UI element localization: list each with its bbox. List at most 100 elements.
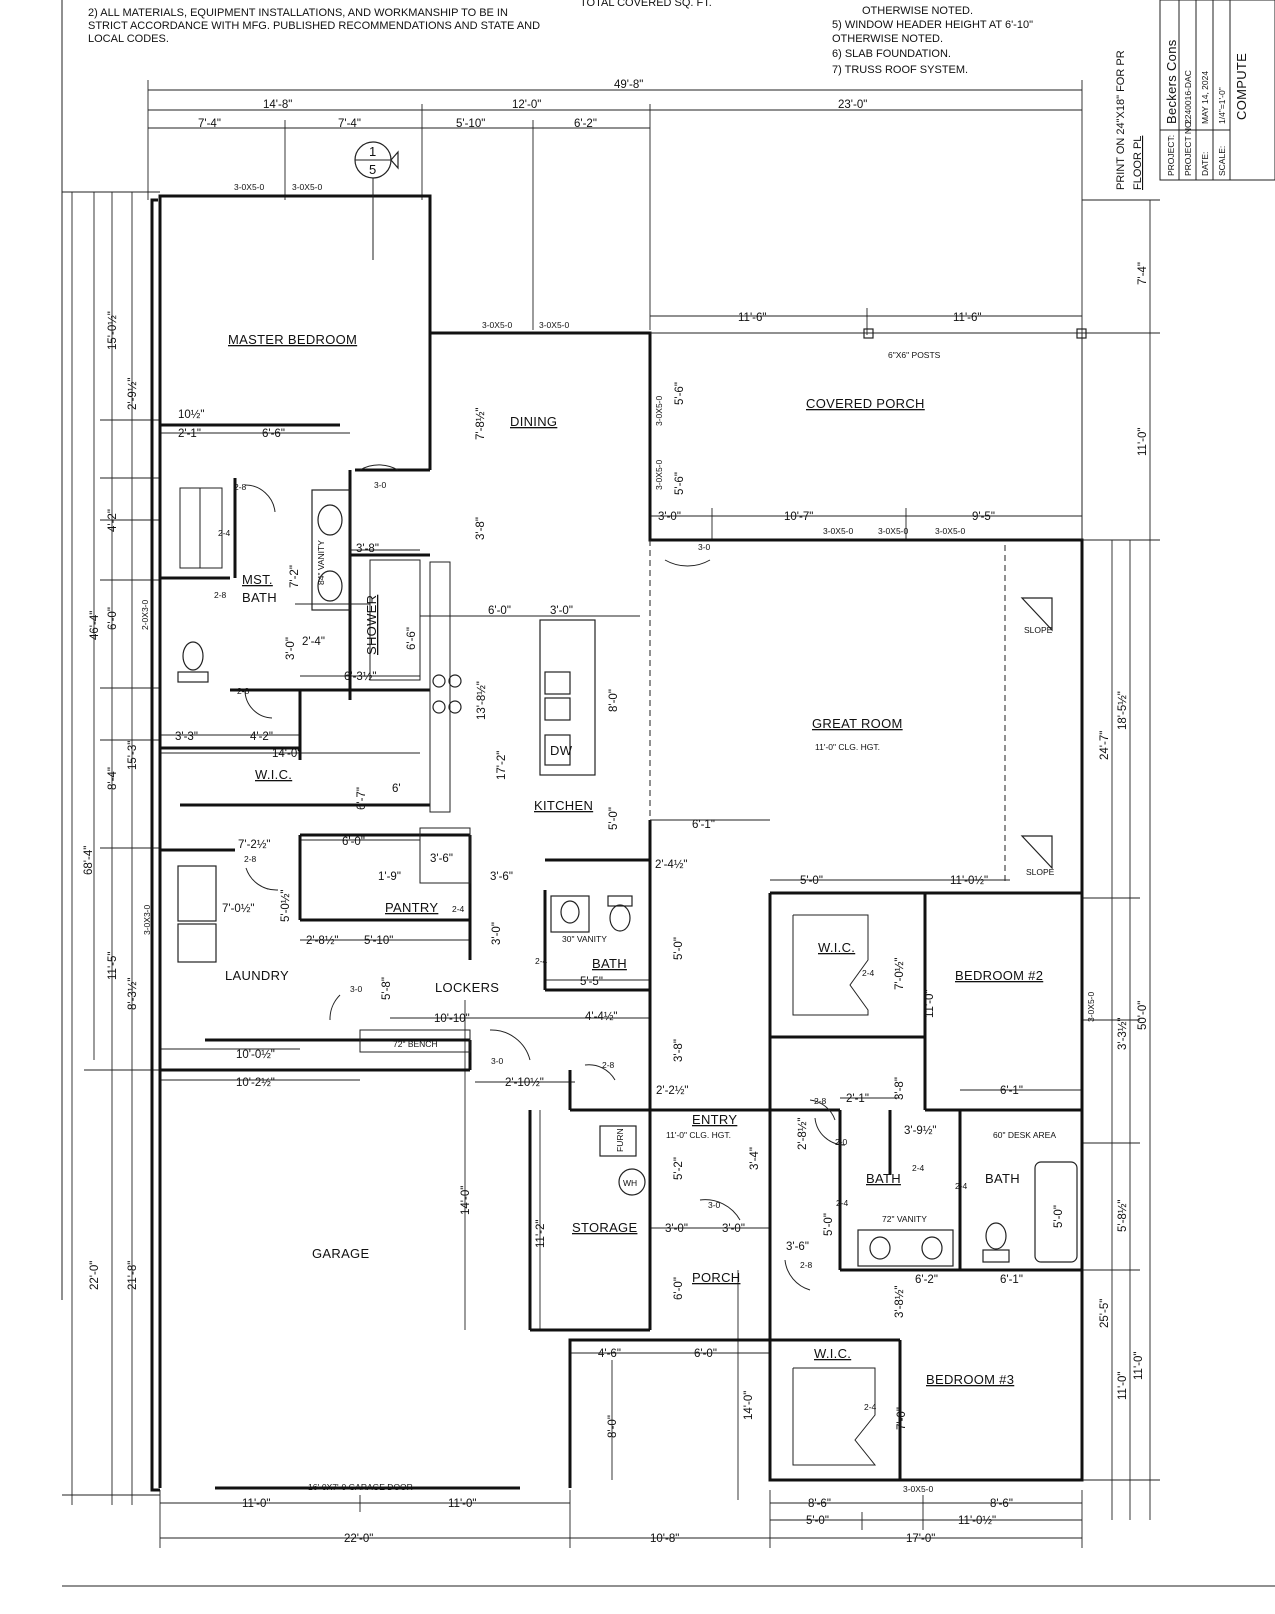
burner-icon: [448, 700, 462, 714]
room-lockers: LOCKERS: [435, 980, 499, 995]
dishwasher: [544, 734, 571, 766]
dim-label: 8'-6": [990, 1498, 1013, 1510]
dim-label: 6'-3½": [344, 671, 377, 683]
window-tag: 2-0X3-0: [140, 599, 150, 630]
room-bath: BATH: [985, 1171, 1020, 1186]
dim-label: 6'-6": [262, 428, 285, 440]
room-hall-bath: BATH: [592, 956, 627, 971]
room-bedroom3: BEDROOM #3: [926, 1372, 1014, 1387]
dim-label: 5'-5": [580, 976, 603, 988]
desk-area: 60" DESK AREA: [993, 1130, 1056, 1140]
dim-label: 11'-6": [953, 312, 981, 324]
dim-label: 3'-8": [475, 517, 487, 540]
door-tag: 2-4: [452, 904, 465, 914]
title-block: PRINT ON 24"X18" FOR PR FLOOR PL PROJECT…: [1115, 0, 1275, 190]
dim-label: 11'-0": [242, 1498, 270, 1510]
dim-label: 3'-9½": [904, 1125, 937, 1137]
covered-sqft-note: TOTAL COVERED SQ. FT.: [580, 0, 712, 9]
dim-label: 4'-6": [598, 1348, 621, 1360]
window-tag: 3-0X5-0: [903, 1484, 934, 1494]
dim-label: 3'-0": [722, 1223, 745, 1235]
dim-label: 17'-0": [906, 1533, 935, 1545]
toilet-icon: [177, 671, 209, 683]
sheet-title: FLOOR PL: [1132, 136, 1144, 190]
tb-scale-label: SCALE:: [1217, 146, 1227, 176]
door-tag: 3-0: [491, 1056, 504, 1066]
dim-label: 8'-4": [107, 767, 119, 790]
note-right-1: OTHERWISE NOTED.: [862, 5, 973, 17]
burner-icon: [432, 674, 446, 688]
sink-icon: [317, 504, 343, 536]
dim-label: 11'-0½": [950, 875, 988, 887]
slope-label-1: SLOPE: [1024, 625, 1053, 635]
dim-label: 2'-1": [846, 1093, 869, 1105]
dim-label: 5'-0": [673, 937, 685, 960]
window-tag: 3-0X5-0: [654, 395, 664, 426]
dim-label: 7'-2½": [238, 839, 271, 851]
dim-overall-width: 49'-8": [614, 79, 643, 91]
room-pantry: PANTRY: [385, 900, 438, 915]
slope-marker: [1020, 597, 1053, 632]
garage-door-label: 16'-0X7'-0 GARAGE DOOR: [308, 1482, 413, 1492]
washer: [177, 865, 217, 922]
dim-label: 10'-8": [650, 1533, 679, 1545]
dim-label: 7'-2": [289, 565, 301, 588]
note-right-4: 6) SLAB FOUNDATION.: [832, 48, 951, 60]
dim-label: 4'-2": [107, 509, 119, 532]
furnace: [599, 1125, 637, 1157]
dim-label: 6': [392, 783, 401, 795]
dim-label: 10'-10": [434, 1013, 470, 1025]
room-master-bedroom: MASTER BEDROOM: [228, 332, 357, 347]
hall-vanity: [550, 895, 590, 933]
door-tag: 2-4: [218, 528, 231, 538]
dim-label: 18'-5½": [1117, 691, 1129, 730]
room-wic-bedroom2: W.I.C.: [818, 940, 855, 955]
dim-label: 46'-4": [89, 611, 101, 640]
vanity-72-label: 72" VANITY: [882, 1214, 927, 1224]
door-tag: 2-8: [800, 1260, 813, 1270]
section-marker-bottom: 5: [369, 162, 377, 177]
dim-label: 7'-4": [1137, 262, 1149, 285]
dim-label: 14'-0": [272, 748, 301, 760]
window-tag: 3-0X5-0: [878, 526, 909, 536]
exterior-wall: [158, 194, 1084, 1488]
door-tag: 2-4: [535, 956, 548, 966]
dim-label: 10'-7": [784, 511, 813, 523]
post-icon: [1076, 328, 1087, 339]
door-tag: 2-4: [864, 1402, 877, 1412]
dim-label: 5'-2": [673, 1157, 685, 1180]
dim-label: 13'-8½": [476, 681, 488, 720]
vanity-84-label: 84" VANITY: [316, 540, 326, 585]
master-vanity: [311, 489, 351, 611]
dim-label: 1'-9": [378, 871, 401, 883]
window-tag: 3-0X5-0: [292, 182, 323, 192]
dim-label: 5'-0½": [280, 890, 292, 923]
tb-project-label: PROJECT:: [1166, 135, 1176, 176]
dim-label: 11'-6": [738, 312, 766, 324]
tb-scale-value: 1/4"=1'-0": [1217, 87, 1227, 124]
dim-label: 8'-3½": [127, 978, 139, 1011]
dim-label: 12'-0": [512, 99, 541, 111]
tb-projno-label: PROJECT NO:: [1183, 119, 1193, 176]
dim-label: 3'-4": [749, 1147, 761, 1170]
dim-label: 24'-7": [1099, 731, 1111, 760]
dim-label: 5'-8½": [1117, 1200, 1129, 1233]
dim-label: 21'-8": [127, 1261, 139, 1290]
fixtures: DW 72" BENCH FURN WH: [177, 328, 1087, 1490]
door-labels: 3-0 2-8 2-4 2-8 2-8 3-0 2-8 2-4 3-0 2-4 …: [214, 480, 968, 1412]
print-note: PRINT ON 24"X18" FOR PR: [1115, 50, 1127, 190]
dim-label: 6'-0": [107, 607, 119, 630]
dim-label: 9'-5": [972, 511, 995, 523]
dim-label: 3'-0": [550, 605, 573, 617]
dim-label: 5'-0": [608, 807, 620, 830]
dim-label: 3'-0": [658, 511, 681, 523]
door-tag: 2-0: [835, 1137, 848, 1147]
dim-label: 6'-7": [356, 787, 368, 810]
room-storage: STORAGE: [572, 1220, 637, 1235]
dim-label: 3'-8": [356, 543, 379, 555]
dim-label: 2'-8½": [306, 935, 339, 947]
dim-label: 50'-0": [1137, 1001, 1149, 1030]
dim-label: 14'-0": [460, 1186, 472, 1215]
room-covered-porch: COVERED PORCH: [806, 396, 925, 411]
